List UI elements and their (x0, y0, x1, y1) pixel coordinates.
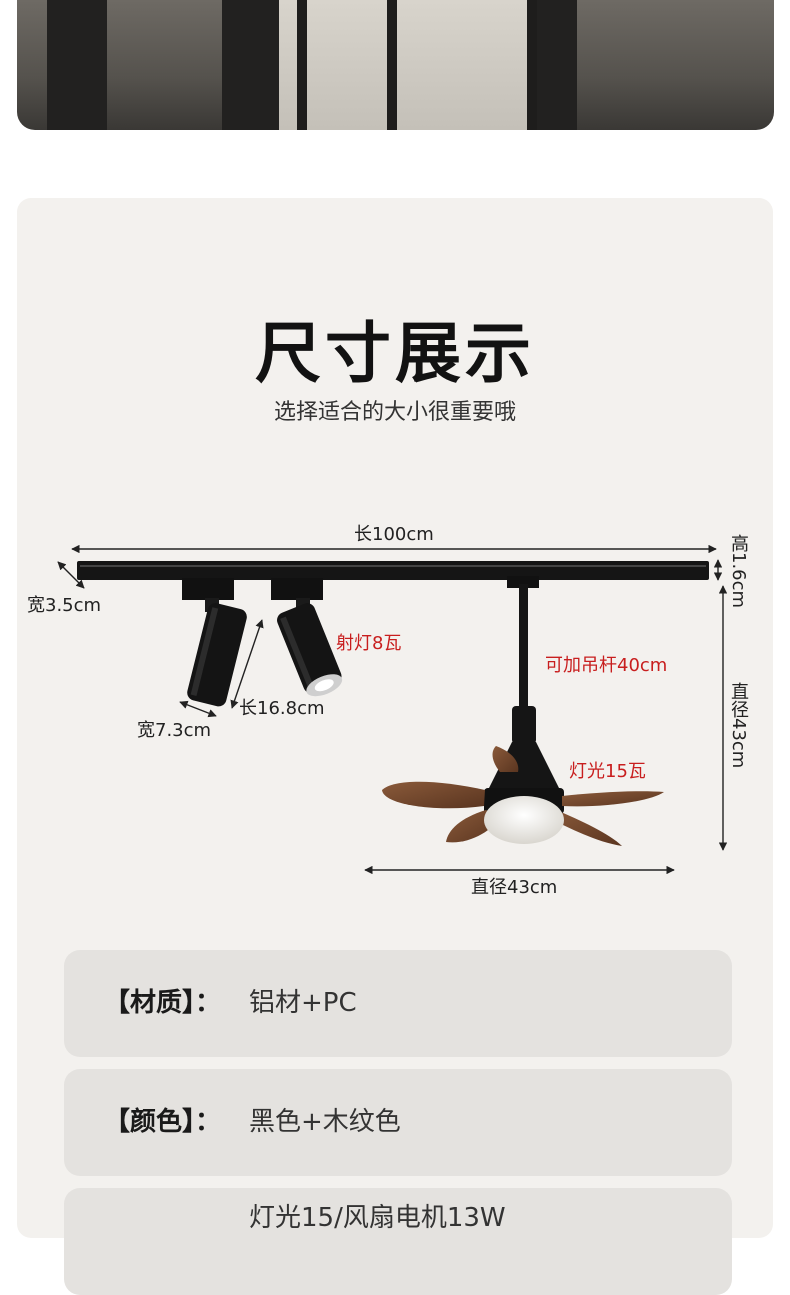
spot-width-arrow (179, 700, 217, 718)
hero-dark-panel (537, 0, 577, 130)
spot-length-label: 长16.8cm (239, 698, 325, 719)
hero-photo (17, 0, 774, 130)
spot-adapter (271, 578, 323, 600)
rail-length-label: 长100cm (354, 524, 434, 545)
spec-key: 【颜色】： (104, 1107, 222, 1137)
spot-width-label: 宽7.3cm (137, 720, 212, 741)
spec-value: 黑色+木纹色 (249, 1107, 401, 1137)
rail-height-label: 高1.6cm (728, 534, 749, 609)
hero-dark-panel (222, 0, 282, 130)
product-diagram (57, 544, 728, 875)
spec-row-material: 【材质】： 铝材+PC (64, 950, 732, 1057)
hero-chair-leg (527, 0, 537, 130)
hero-chair-leg (297, 0, 307, 130)
spec-value: 铝材+PC (249, 988, 357, 1018)
fan-diameter-label: 直径43cm (471, 877, 558, 898)
fan-height-label: 直径43cm (728, 682, 749, 769)
track-rail (77, 561, 709, 580)
spec-row-color: 【颜色】： 黑色+木纹色 (64, 1069, 732, 1176)
spotlight-1 (187, 603, 247, 707)
spec-row-power: 灯光15/风扇电机13W (64, 1188, 732, 1295)
spec-value: 灯光15/风扇电机13W (249, 1203, 506, 1233)
spot-adapter (182, 578, 234, 600)
spec-key: 【材质】： (104, 988, 222, 1018)
spotlight-2 (277, 603, 343, 697)
fan-blade (492, 746, 519, 772)
page-title: 尺寸展示 (255, 315, 535, 392)
hero-chair (279, 0, 529, 130)
page-subtitle: 选择适合的大小很重要哦 (273, 400, 516, 425)
fan-blade (562, 791, 664, 807)
hero-chair-leg (387, 0, 397, 130)
fan-blade (548, 810, 622, 846)
hero-dark-panel (47, 0, 107, 130)
fan-mount (507, 576, 539, 588)
rail-width-label: 宽3.5cm (27, 595, 102, 616)
size-card (17, 198, 773, 1238)
rod-length-label: 可加吊杆40cm (545, 655, 668, 676)
spot-length-arrow (230, 619, 264, 709)
rail-width-arrow (57, 561, 85, 589)
fan-light-power-label: 灯光15瓦 (569, 761, 646, 782)
fan-light-dome (484, 796, 564, 844)
fan-blade (382, 781, 485, 809)
spot-power-label: 射灯8瓦 (336, 633, 402, 654)
fan-rod (519, 584, 528, 709)
